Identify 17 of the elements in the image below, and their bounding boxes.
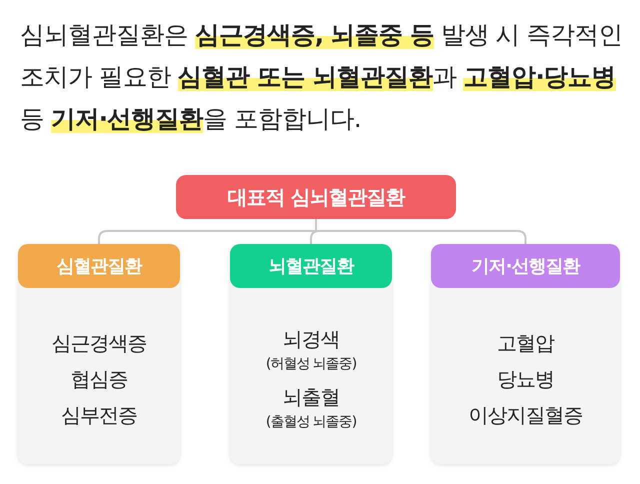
category-card: [431, 244, 620, 464]
category-card: [18, 244, 180, 464]
disease-subtype: (허혈성 뇌졸중): [266, 355, 356, 374]
disease-subtype: (출혈성 뇌졸중): [266, 413, 356, 432]
disease-name: 뇌경색: [282, 326, 340, 353]
disease-name: 고혈압: [497, 330, 554, 357]
disease-name: 뇌출혈: [282, 384, 340, 411]
card-heading: 기저·선행질환: [431, 244, 620, 288]
disease-name: 협심증: [70, 366, 128, 393]
card-heading: 뇌혈관질환: [230, 244, 392, 288]
category-card: [230, 244, 392, 464]
card-heading: 심혈관질환: [18, 244, 180, 288]
disease-name: 당뇨병: [497, 366, 554, 393]
disease-name: 이상지질혈증: [468, 402, 582, 429]
disease-name: 심근경색증: [52, 330, 146, 357]
category-box: 대표적 심뇌혈관질환: [176, 175, 456, 219]
disease-name: 심부전증: [61, 402, 137, 429]
